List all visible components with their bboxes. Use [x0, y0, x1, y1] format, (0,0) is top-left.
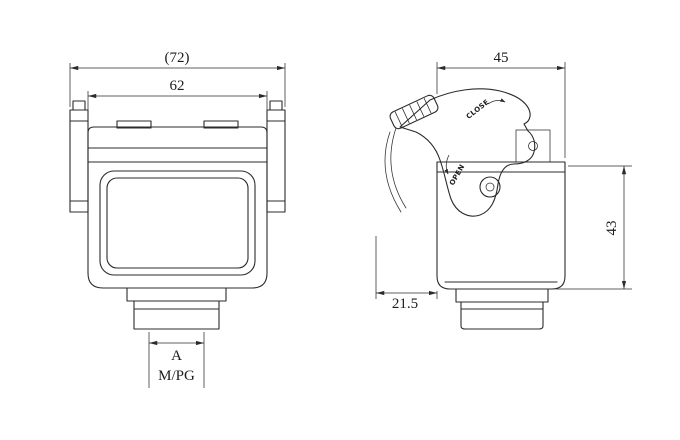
dim-depth-label: 45 — [494, 50, 509, 66]
locking-lever: CLOSE OPEN — [389, 88, 536, 217]
thread-callout-size: M/PG — [158, 368, 195, 384]
lever-travel-arc — [384, 127, 407, 213]
dim-inner-width: 62 — [87, 78, 268, 124]
housing-body-side — [436, 161, 566, 290]
left-hinge — [69, 100, 89, 213]
housing-cover — [87, 120, 268, 163]
housing-body — [87, 161, 268, 289]
dim-thread-callout: A M/PG — [148, 332, 205, 388]
open-direction-arrow-icon — [444, 154, 450, 175]
right-hinge — [266, 100, 286, 213]
cable-entry-side — [455, 288, 549, 330]
latch-block — [515, 129, 551, 163]
dim-height: 43 — [556, 165, 632, 290]
thread-callout-letter: A — [171, 348, 182, 364]
dim-overall-width: (72) — [69, 50, 286, 107]
handle-grip-hatching — [394, 98, 432, 127]
dim-overall-width-label: (72) — [165, 50, 190, 66]
cable-entry-front — [126, 287, 227, 330]
lever-close-label: CLOSE — [465, 98, 491, 121]
lever-handle — [389, 94, 439, 130]
dim-depth: 45 — [436, 50, 566, 158]
close-direction-arrow-icon — [487, 98, 506, 105]
lever-open-label: OPEN — [448, 163, 466, 187]
dim-inner-width-label: 62 — [170, 78, 185, 94]
dim-height-label: 43 — [604, 221, 620, 236]
side-view: CLOSE OPEN 45 43 21.5 — [375, 50, 632, 330]
lever-pivot-center — [485, 182, 495, 192]
lever-pivot — [479, 176, 501, 198]
dim-lever-offset: 21.5 — [375, 236, 438, 312]
dim-lever-offset-label: 21.5 — [392, 296, 418, 312]
front-view: (72) 62 A M/PG — [69, 50, 286, 388]
